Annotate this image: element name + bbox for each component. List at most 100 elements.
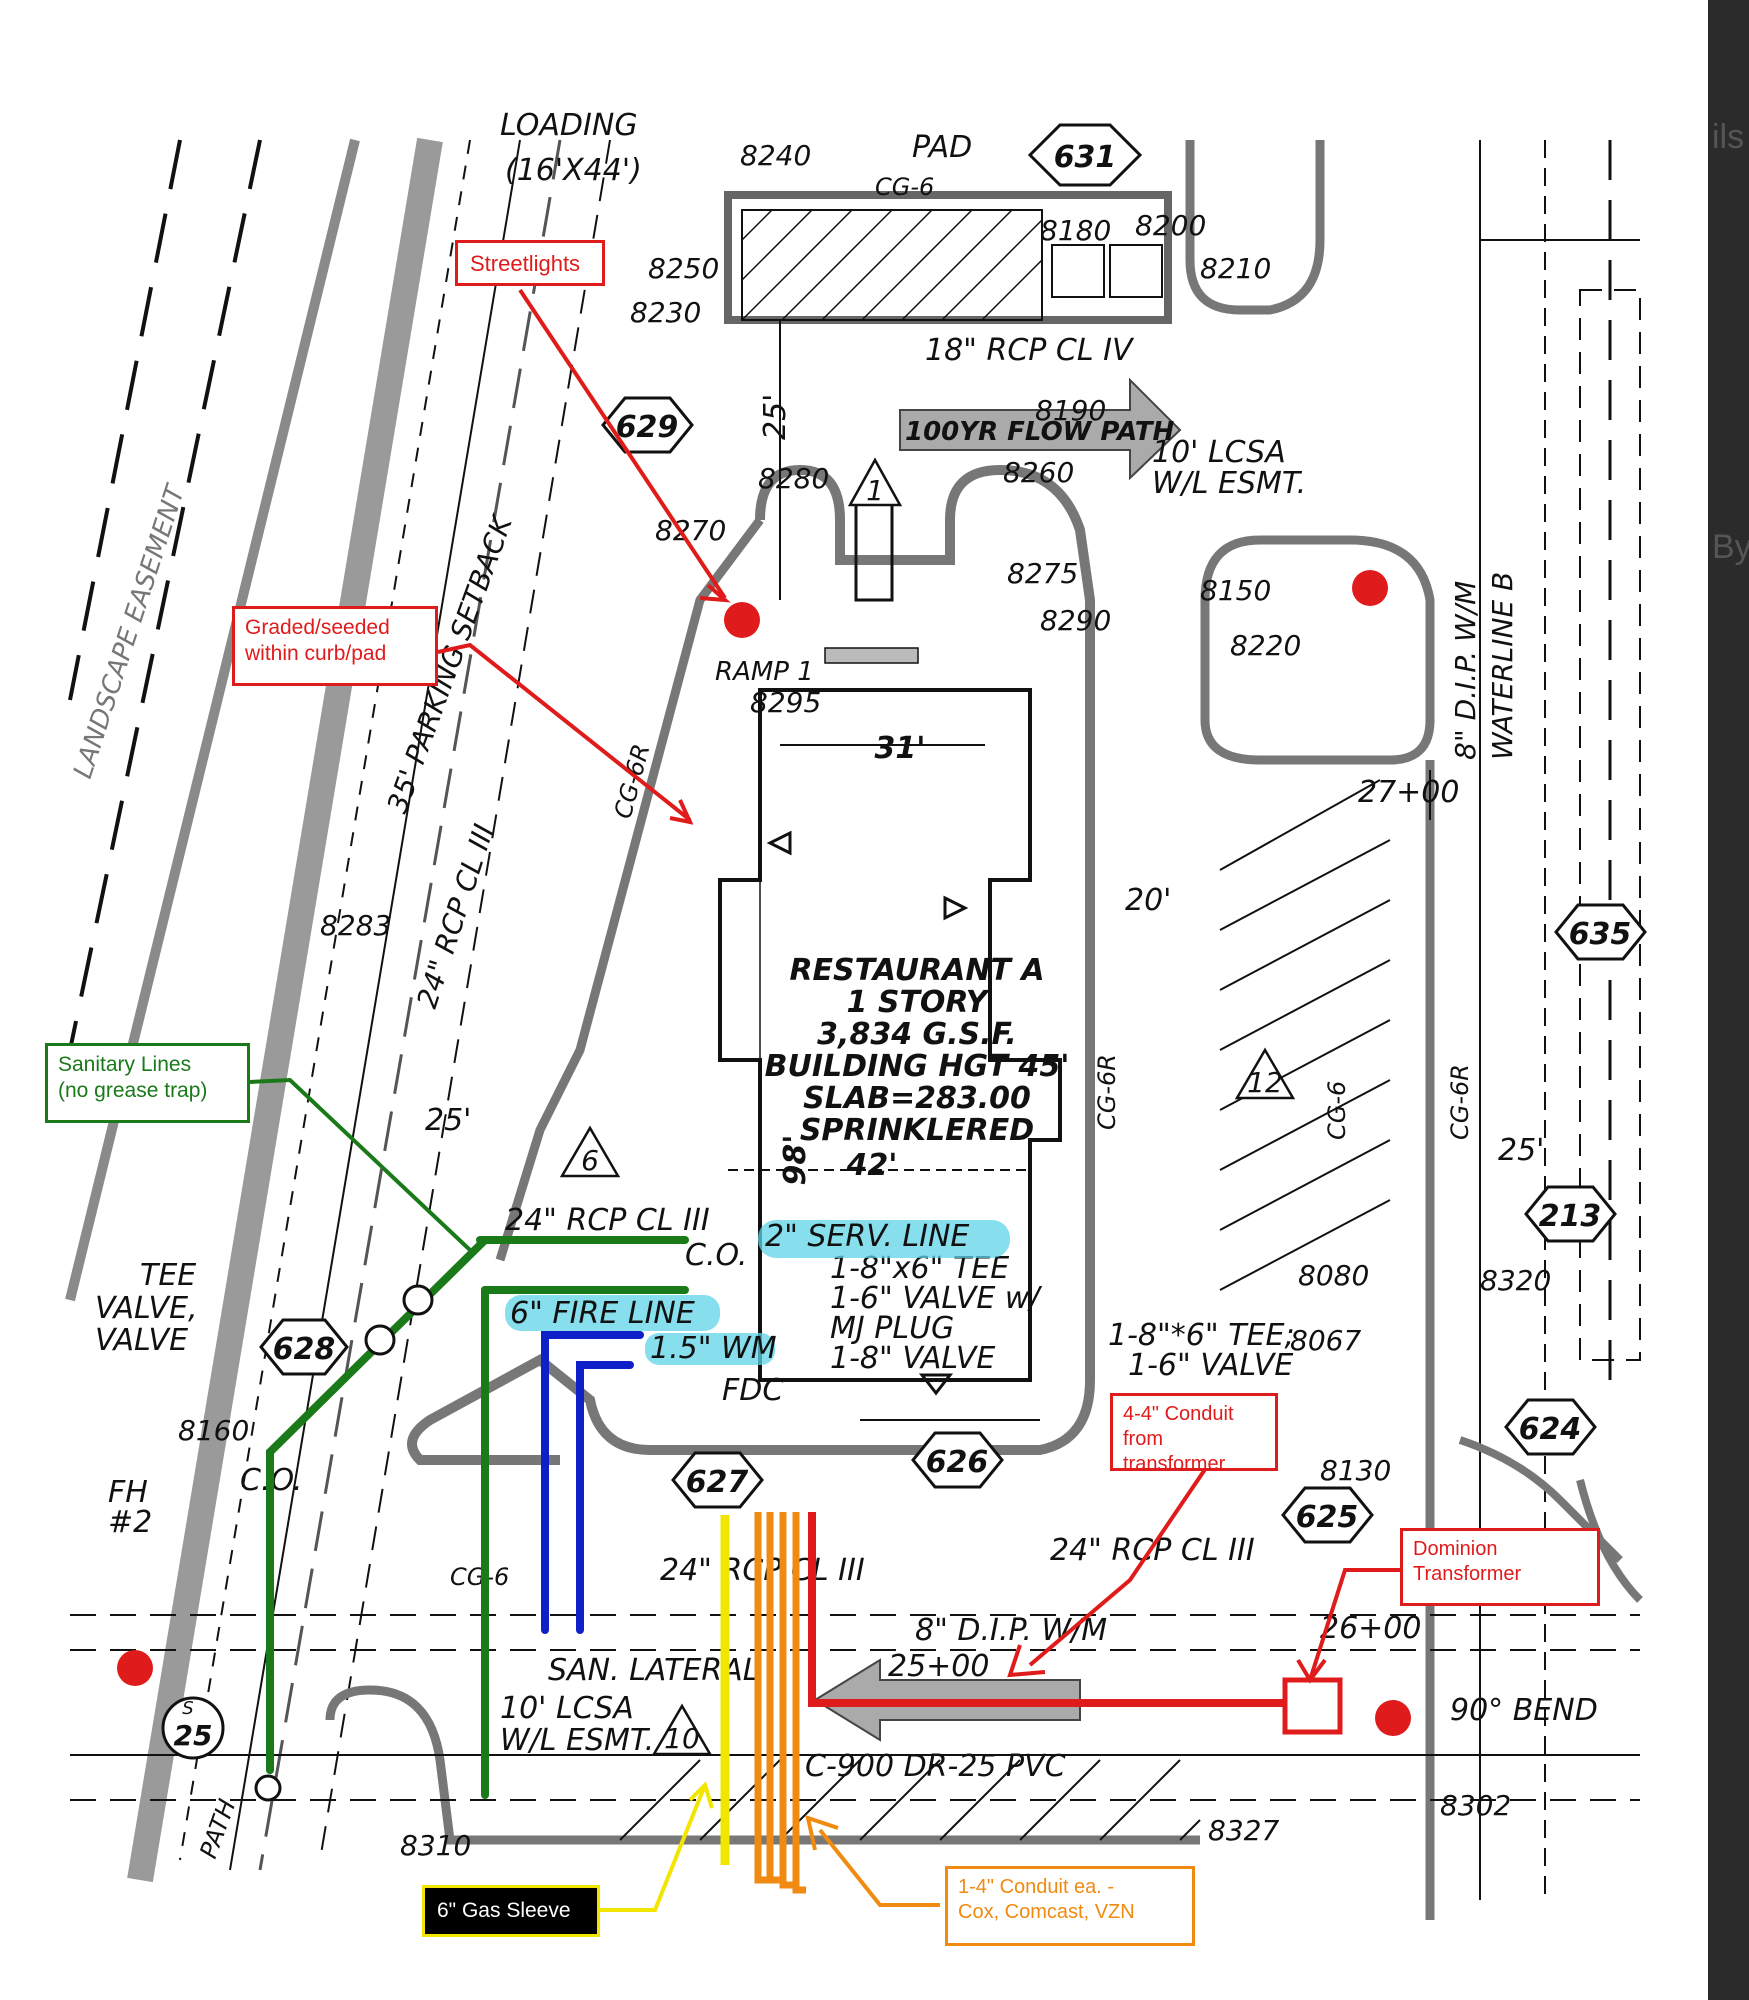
triangle-tag — [847, 457, 903, 507]
building-area: 3,834 G.S.F. — [817, 1017, 1017, 1052]
callout-graded-seeded: Graded/seeded within curb/pad — [232, 606, 438, 686]
label-tee-right-0: 1-8"*6" TEE; — [1108, 1318, 1295, 1353]
elevation-label: 8200 — [1135, 209, 1206, 242]
building-slab: SLAB=283.00 — [803, 1081, 1031, 1116]
label-cg6-right: CG-6 — [1323, 1081, 1351, 1140]
hex-tag-label: 625 — [1296, 1500, 1359, 1535]
elevation-label: 8283 — [320, 909, 391, 942]
label-serv-item-2: MJ PLUG — [830, 1311, 954, 1346]
hex-tag — [601, 396, 694, 454]
label-lcsa-bottom: 10' LCSA — [500, 1691, 634, 1726]
label-rcp24-bottom: 24" RCP CL III — [660, 1553, 865, 1588]
hex-tag — [1504, 1398, 1597, 1456]
hex-tag — [259, 1318, 349, 1376]
elevation-label: 8290 — [1040, 604, 1111, 637]
cyan-highlights — [505, 1220, 1010, 1365]
triangle-tag-label: 12 — [1247, 1066, 1283, 1099]
elevation-label: 8067 — [1290, 1324, 1361, 1357]
elevation-label: 8327 — [1208, 1814, 1279, 1847]
elevation-label: 8270 — [655, 514, 726, 547]
elevation-label: 8150 — [1200, 574, 1271, 607]
triangle-tag-label: 1 — [866, 474, 884, 507]
label-cg6r-right: CG-6R — [1446, 1064, 1474, 1140]
label-flow-path-top: 100YR FLOW PATH — [905, 417, 1174, 447]
elevation-label: 8302 — [1440, 1789, 1511, 1822]
label-fh-1: #2 — [108, 1505, 152, 1540]
label-tee-valve-1: VALVE, — [95, 1291, 198, 1326]
label-tee-valve-0: TEE — [140, 1258, 196, 1293]
water-lines — [541, 1331, 644, 1634]
hex-tag-label: 627 — [686, 1465, 749, 1500]
right-side-panel: ils By — [1708, 0, 1749, 2000]
right-panel-text-by: By — [1712, 528, 1749, 566]
triangle-tag — [559, 1125, 621, 1178]
sign-25: 25 — [174, 1719, 213, 1752]
callout-conduit-from-transformer: 4-4" Conduit from transformer — [1110, 1393, 1278, 1475]
sign-s: S — [182, 1698, 193, 1719]
hex-tag — [911, 1431, 1004, 1489]
label-tee-right-1: 1-6" VALVE — [1128, 1348, 1293, 1383]
right-panel-text-ils: ils — [1712, 118, 1745, 156]
building-footprint — [718, 320, 1062, 1421]
building-sprinklered: SPRINKLERED — [800, 1113, 1034, 1148]
hex-tag-label: 629 — [616, 410, 679, 445]
callout-comm-conduits: 1-4" Conduit ea. - Cox, Comcast, VZN — [945, 1866, 1195, 1946]
elevation-label: 8280 — [758, 462, 829, 495]
hex-tag — [671, 1451, 764, 1509]
elevation-label: 8250 — [648, 252, 719, 285]
route-sign: S 25 — [161, 1696, 225, 1760]
label-pad: PAD — [912, 130, 972, 165]
building-height: BUILDING HGT 45' — [765, 1049, 1070, 1084]
hex-tag-label: 624 — [1519, 1412, 1582, 1447]
label-bend: 90° BEND — [1450, 1693, 1598, 1728]
callout-sanitary-lines: Sanitary Lines (no grease trap) — [45, 1043, 250, 1123]
callout-leaders — [249, 288, 1400, 1912]
building-dim-front: 31' — [875, 731, 926, 766]
label-tee-valve-2: VALVE — [95, 1323, 188, 1358]
base-linework — [65, 137, 1643, 1920]
label-loading-dims: (16'X44') — [505, 153, 642, 188]
label-cg6-top: CG-6 — [875, 173, 934, 201]
hex-tag — [1524, 1185, 1617, 1243]
label-dim-25-right: 25' — [1498, 1133, 1544, 1168]
hex-tag-label: 635 — [1569, 917, 1632, 952]
label-fire-line: 6" FIRE LINE — [510, 1296, 695, 1331]
hex-tag-label: 631 — [1054, 140, 1117, 175]
label-rcp18: 18" RCP CL IV — [925, 333, 1135, 368]
elevation-label: 8080 — [1298, 1259, 1369, 1292]
label-waterline-b: WATERLINE B — [1486, 572, 1519, 760]
hex-tags — [259, 123, 1647, 1544]
elevation-label: 8275 — [1007, 557, 1078, 590]
label-lcsa-top: 10' LCSA — [1152, 435, 1286, 470]
label-ramp: RAMP 1 — [715, 657, 814, 687]
hex-tag-label: 626 — [926, 1445, 989, 1480]
label-cg6-bottom: CG-6 — [450, 1563, 509, 1591]
label-pvc: C-900 DR-25 PVC — [805, 1749, 1066, 1784]
label-serv-item-3: 1-8" VALVE — [830, 1341, 995, 1376]
label-wl-esmt-top: W/L ESMT. — [1152, 466, 1306, 501]
streetlight-markers — [117, 570, 1411, 1736]
triangle-tag-label: 10 — [664, 1722, 700, 1755]
elevation-label: 8295 — [750, 686, 821, 719]
label-wm: 1.5" WM — [650, 1331, 777, 1366]
elevation-label: 8240 — [740, 139, 811, 172]
label-wl-esmt-bottom: W/L ESMT. — [500, 1723, 654, 1758]
elevation-label: 8180 — [1040, 214, 1111, 247]
hex-tag-label: 628 — [273, 1332, 336, 1367]
label-co-top: C.O. — [685, 1238, 747, 1273]
building-dim-width: 42' — [846, 1148, 898, 1183]
hex-tag — [1027, 123, 1143, 187]
elevation-label: 8160 — [178, 1414, 249, 1447]
streetlight-dot — [724, 602, 760, 638]
green-cleanouts — [254, 1284, 434, 1802]
hex-tag — [1554, 903, 1647, 961]
label-dip-wm-bottom: 8" D.I.P. W/M — [915, 1613, 1107, 1648]
label-loading: LOADING — [500, 108, 638, 143]
elevation-label: 8260 — [1003, 456, 1074, 489]
label-cg6r-mid: CG-6R — [1093, 1054, 1121, 1130]
callout-streetlights: Streetlights — [455, 240, 605, 286]
label-station-27: 27+00 — [1358, 775, 1459, 810]
streetlight-dot — [1352, 570, 1388, 606]
label-rcp24-mid: 24" RCP CL III — [505, 1203, 710, 1238]
elevation-label: 8130 — [1320, 1454, 1391, 1487]
